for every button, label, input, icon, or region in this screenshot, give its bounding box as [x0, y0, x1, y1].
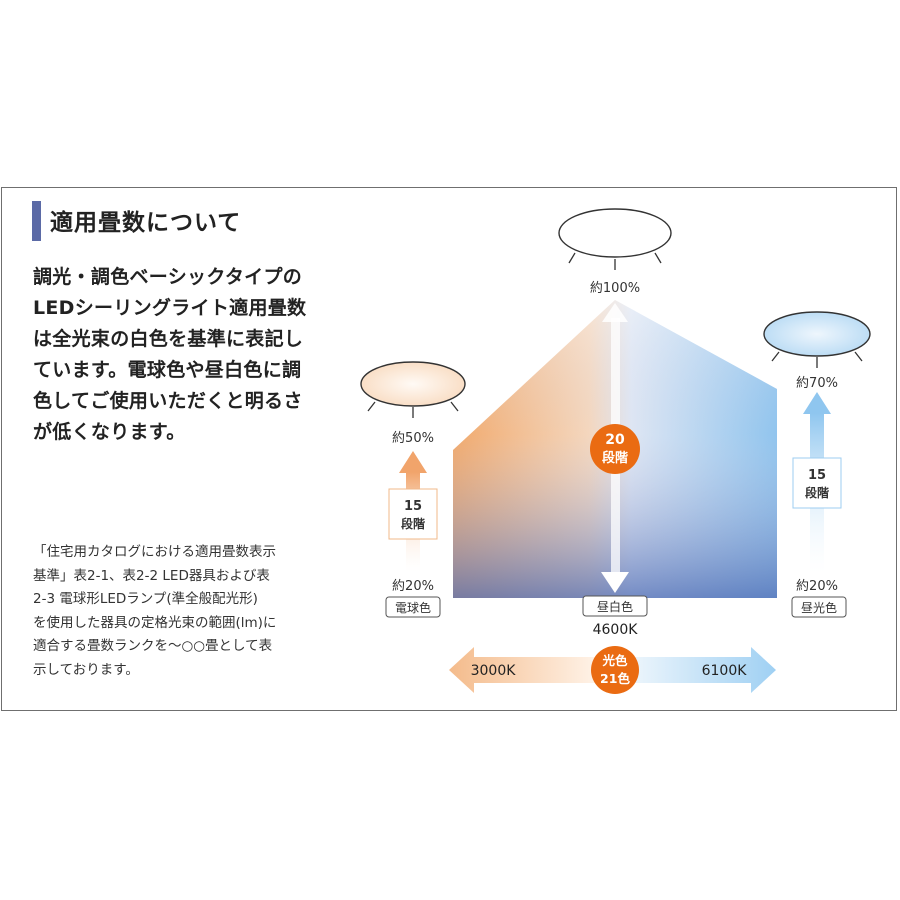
center-steps-unit: 段階 [602, 450, 628, 466]
title-accent-bar [32, 201, 41, 241]
note-line: 2-3 電球形LEDランプ(準全般配光形) [33, 591, 258, 607]
intro-paragraph: 調光・調色ベーシックタイプの LEDシーリングライト適用畳数 は全光束の白色を基… [33, 262, 333, 448]
left-ceiling-lamp-icon [360, 361, 466, 418]
right-top-percent: 約70% [796, 376, 838, 391]
center-mode-label: 昼白色 [597, 599, 633, 614]
center-steps-badge: 20 段階 [590, 424, 640, 474]
warm-temperature-arrow [449, 647, 600, 693]
right-steps-box [792, 457, 842, 509]
color-count-line2: 21色 [600, 671, 630, 686]
note-line: 基準」表2-1、表2-2 LED器具および表 [33, 567, 270, 584]
right-steps-number: 15 [808, 468, 826, 483]
note-line: 「住宅用カタログにおける適用畳数表示 [33, 544, 276, 560]
note-line: 示しております。 [33, 661, 139, 678]
left-steps-unit: 段階 [401, 516, 425, 531]
left-bottom-percent: 約20% [392, 579, 434, 594]
left-top-percent: 約50% [392, 431, 434, 446]
note-line: 適合する畳数ランクを〜○○畳として表 [33, 638, 273, 654]
left-steps-box [388, 488, 438, 540]
intro-line: LEDシーリングライト適用畳数 [33, 297, 307, 319]
center-mode-box [582, 595, 648, 617]
note-line: を使用した器具の定格光束の範囲(lm)に [33, 614, 277, 631]
intro-line: は全光束の白色を基準に表記し [33, 328, 304, 350]
standard-note: 「住宅用カタログにおける適用畳数表示 基準」表2-1、表2-2 LED器具および… [33, 541, 338, 682]
cool-temperature-arrow [630, 647, 776, 693]
right-mode-box [791, 596, 847, 618]
right-bottom-percent: 約20% [796, 579, 838, 594]
right-ceiling-lamp-icon [763, 311, 871, 368]
color-count-badge: 光色 21色 [591, 646, 639, 694]
right-steps-unit: 段階 [805, 485, 829, 500]
high-kelvin-label: 6100K [702, 663, 748, 679]
low-kelvin-label: 3000K [471, 663, 517, 679]
center-kelvin-label: 4600K [593, 622, 639, 638]
center-steps-number: 20 [605, 432, 625, 448]
intro-line: が低くなります。 [33, 421, 186, 443]
section-title: 適用畳数について [50, 210, 242, 236]
left-mode-box [385, 596, 441, 618]
right-mode-label: 昼光色 [801, 601, 837, 615]
left-mode-label: 電球色 [395, 601, 431, 615]
intro-line: 色してご使用いただくと明るさ [33, 390, 303, 412]
left-steps-number: 15 [404, 499, 422, 514]
intro-line: ています。電球色や昼白色に調 [33, 359, 302, 381]
center-ceiling-lamp-icon [558, 208, 672, 270]
intro-line: 調光・調色ベーシックタイプの [33, 266, 303, 288]
color-count-line1: 光色 [601, 653, 628, 668]
center-top-percent: 約100% [590, 281, 640, 296]
